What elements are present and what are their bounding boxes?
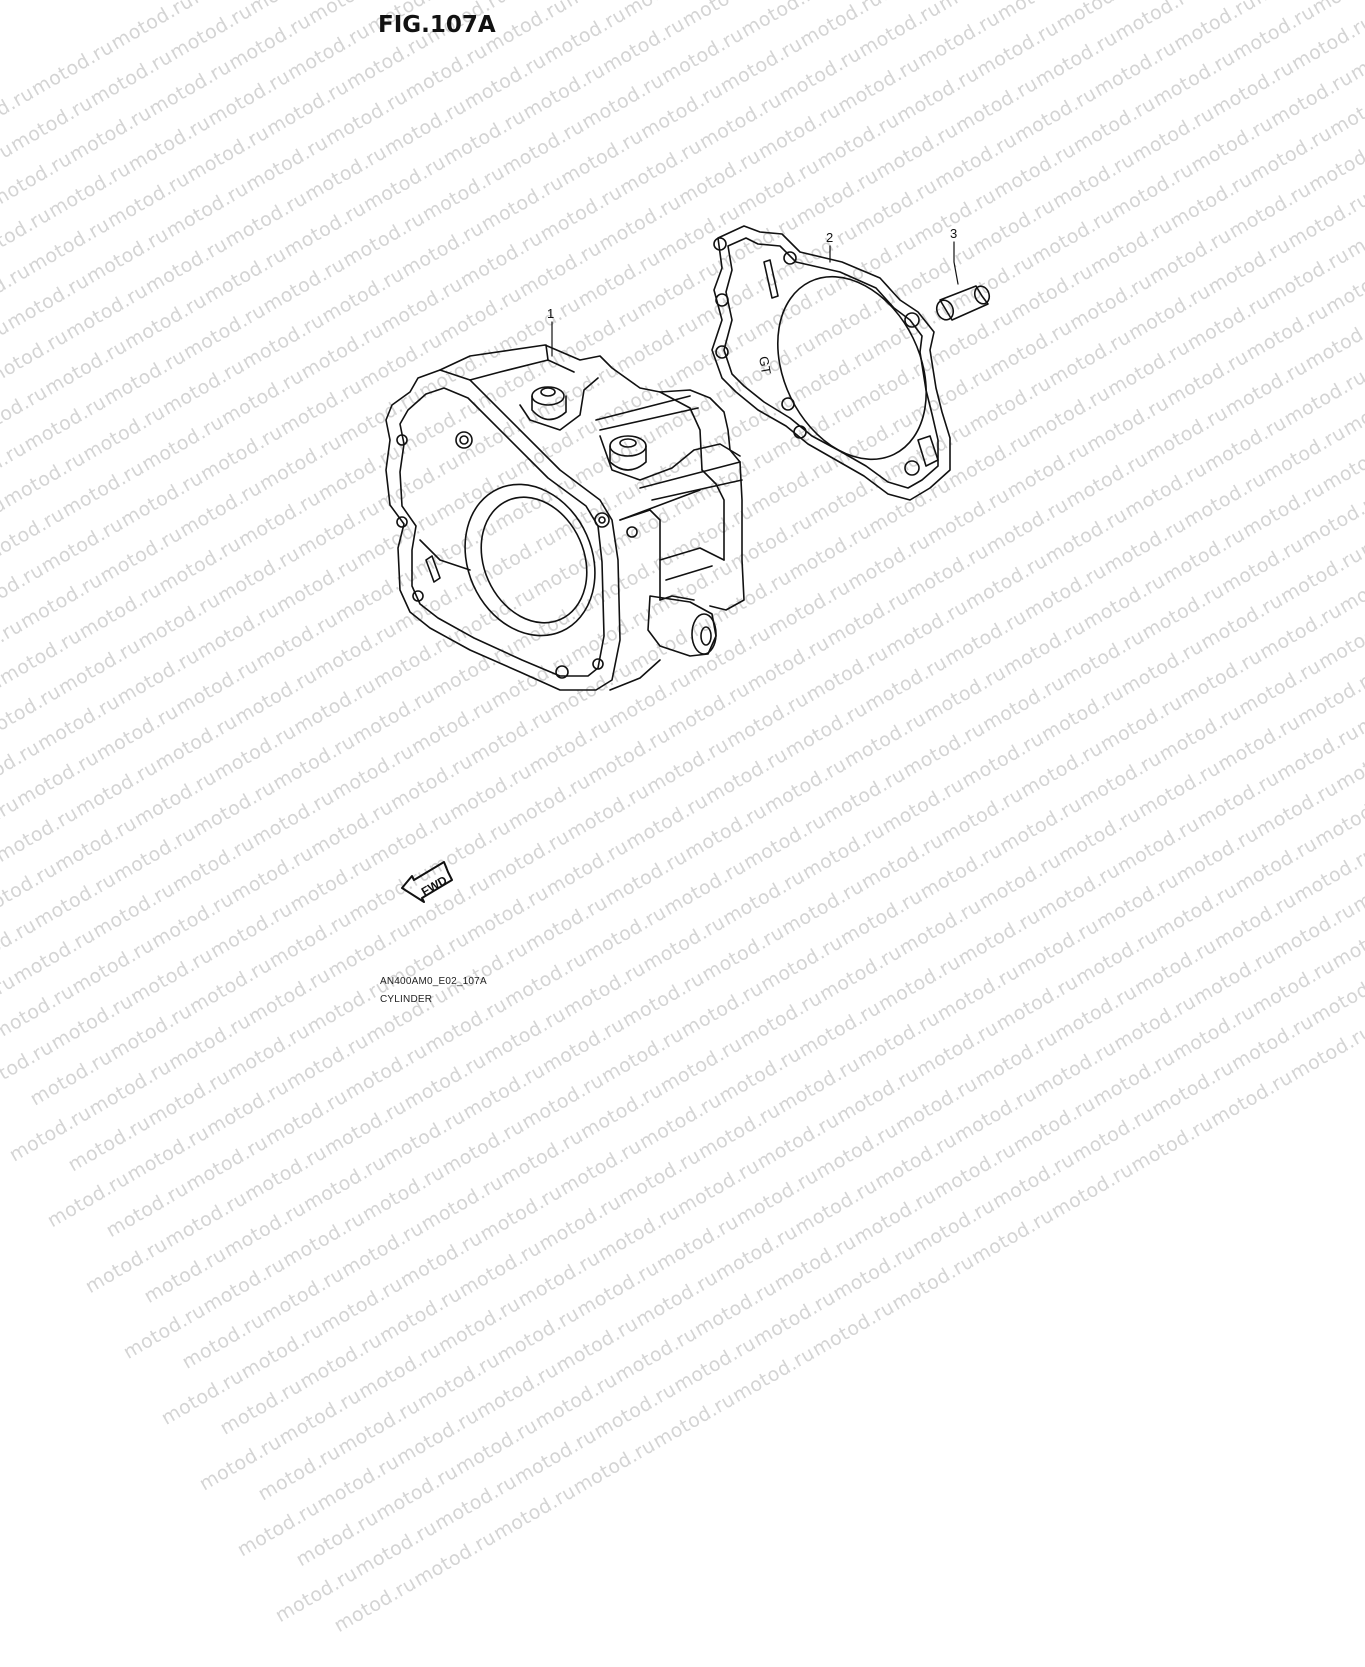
- figure-name: CYLINDER: [380, 994, 433, 1005]
- figure-code: AN400AM0_E02_107A: [380, 976, 487, 987]
- figure-title: FIG.107A: [378, 12, 496, 38]
- gasket-stamp: GT: [756, 355, 774, 375]
- dowel-pin: [935, 285, 991, 321]
- cylinder-block: [385, 344, 745, 691]
- leader-line-3: [953, 241, 959, 285]
- fwd-label: FWD: [419, 873, 450, 899]
- callout-part-3: 3: [950, 226, 957, 241]
- cylinder-gasket: GT: [711, 225, 951, 501]
- callout-part-1: 1: [547, 306, 554, 321]
- exploded-parts-diagram: GT FWD 1 2 3: [385, 225, 991, 903]
- fwd-direction-arrow: FWD: [401, 861, 453, 903]
- callout-part-2: 2: [826, 230, 833, 245]
